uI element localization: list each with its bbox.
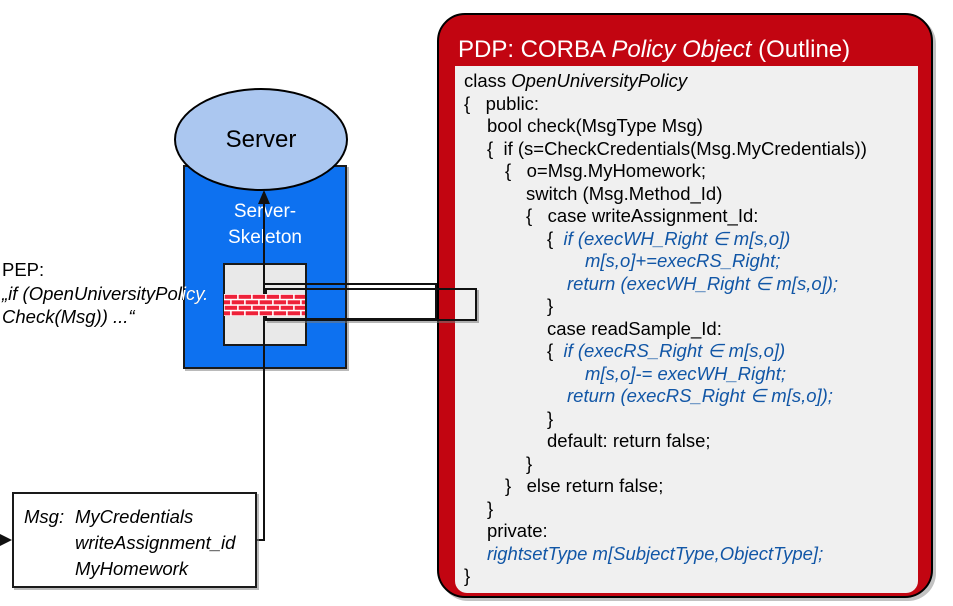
server-ellipse: Server [174,88,348,191]
server-label: Server [225,125,297,153]
code-line: default: return false; [547,430,711,451]
message-flow-line [263,192,265,541]
pep-code-line2: Check(Msg)) ...“ [2,306,135,327]
code-line: { if (execRS_Right ∈ m[s,o]) [547,340,786,361]
code-line: } [526,452,533,474]
pdp-title-suffix: (Outline) [751,36,851,63]
msg-item: MyHomework [75,558,189,579]
code-line: { if (s=CheckCredentials(Msg.MyCredentia… [487,137,867,159]
pep-annotation: PEP: „if (OpenUniversityPolicy. „if (Ope… [2,258,208,329]
pep-code-line1-white-overlay: „if (OpenUniversityPolicy. [2,282,209,304]
code-panel: class OpenUniversityPolicy{ public:bool … [455,66,918,593]
msg-connector-stub [256,539,265,541]
msg-item: writeAssignment_id [75,532,236,553]
arrow-up-icon [258,190,270,204]
code-line: } [547,295,554,316]
code-line: } [487,497,494,519]
code-line: } [464,565,471,586]
code-line: { o=Msg.MyHomework; [505,160,706,181]
code-line: m[s,o]-= execWH_Right; [585,362,786,384]
msg-label: Msg: [24,506,65,527]
code-line: } else return false; [505,475,664,496]
code-line: private: [487,520,548,541]
pdp-box: PDP: CORBA Policy Object (Outline) class… [437,13,933,598]
msg-item: MyCredentials [75,506,194,527]
firewall-bricks-icon [224,294,305,316]
code-line: case readSample_Id: [547,317,722,339]
code-line: { public: [464,92,540,114]
pdp-title-italic: Policy Object [611,36,752,63]
code-line: m[s,o]+=execRS_Right; [585,250,781,271]
pep-code-line1-black: „if (OpenUniversityPolicy. [2,282,209,304]
arrow-right-icon [0,534,12,546]
code-line: class OpenUniversityPolicy [464,70,688,91]
pep-label: PEP: [2,259,45,280]
code-line: return (execRS_Right ∈ m[s,o]); [567,385,833,406]
code-line: { case writeAssignment_Id: [526,205,759,226]
pdp-title: PDP: CORBA Policy Object (Outline) [458,36,850,64]
server-skeleton-line2: Skeleton [183,225,347,251]
code-lines: class OpenUniversityPolicy{ public:bool … [455,66,918,588]
pep-code-line1: „if (OpenUniversityPolicy. „if (OpenUniv… [2,282,208,306]
code-line: { if (execWH_Right ∈ m[s,o]) [547,227,791,249]
code-line: return (execWH_Right ∈ m[s,o]); [567,272,839,294]
code-line: switch (Msg.Method_Id) [526,182,723,204]
server-skeleton-label: Server- Skeleton [183,199,347,251]
pdp-title-prefix: PDP: CORBA [458,36,612,63]
code-line: rightsetType m[SubjectType,ObjectType]; [487,542,824,564]
code-line: } [547,407,554,429]
code-line: bool check(MsgType Msg) [487,115,703,136]
